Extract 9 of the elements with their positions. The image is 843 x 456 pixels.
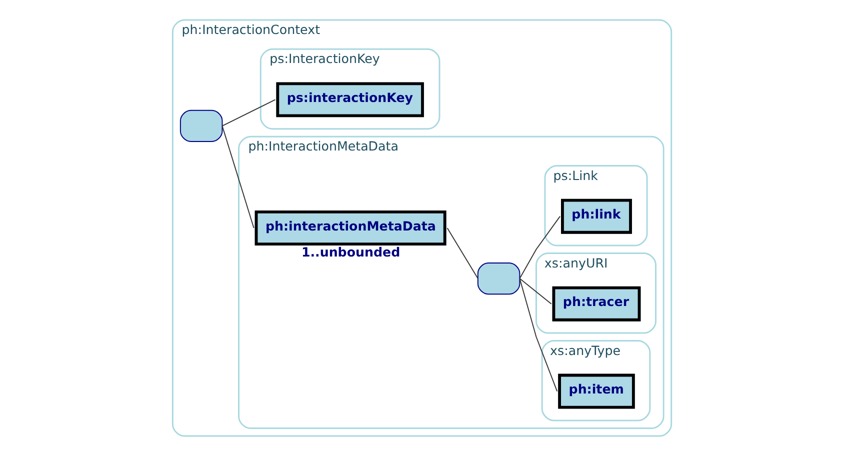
- connector: [518, 278, 558, 392]
- node-box: [476, 262, 520, 295]
- connector: [221, 99, 276, 126]
- node-label: 1..unbounded: [300, 244, 400, 260]
- connector: [518, 216, 560, 280]
- connector: [221, 125, 254, 228]
- connector: [518, 278, 552, 304]
- connector: [446, 228, 478, 280]
- node-box: [179, 110, 222, 142]
